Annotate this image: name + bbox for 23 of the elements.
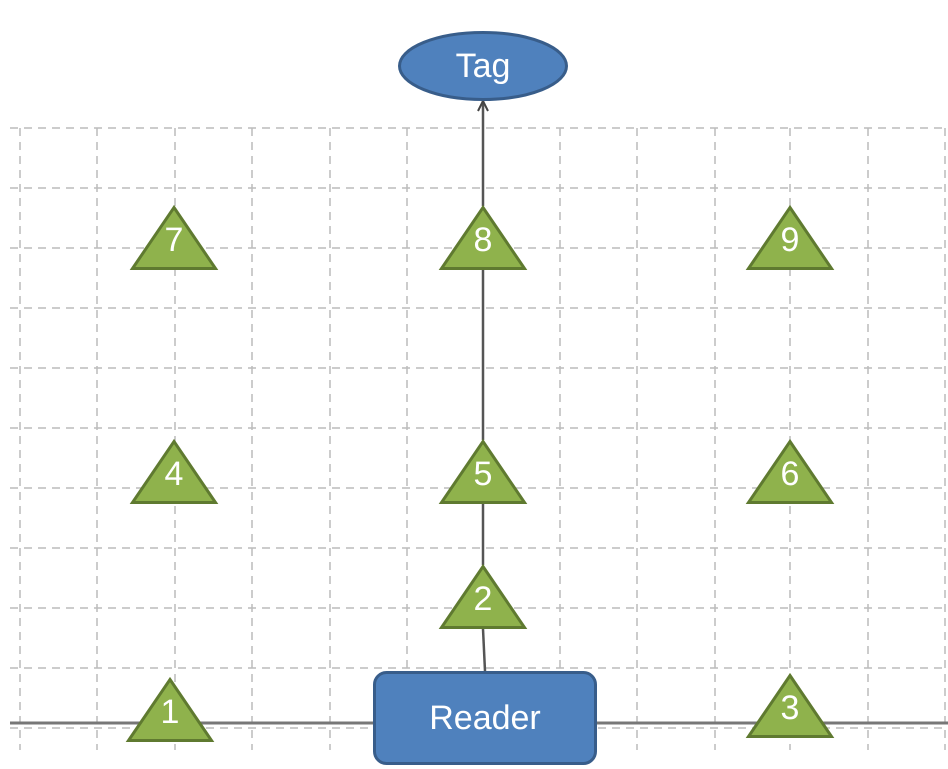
triangle-marker: [440, 206, 526, 270]
triangle-marker: [747, 440, 833, 504]
number-label: 5: [474, 455, 492, 494]
triangle-marker: [747, 674, 833, 738]
triangle-marker: [440, 440, 526, 504]
number-label: 1: [160, 693, 180, 732]
number-label: 7: [164, 221, 184, 260]
triangle-marker: [440, 565, 526, 629]
node-label: Tag: [456, 46, 510, 86]
triangle-marker: [131, 206, 217, 270]
number-label: 6: [780, 455, 800, 494]
number-label: 2: [474, 580, 492, 619]
reader-box: [373, 671, 597, 765]
number-label: 8: [474, 221, 492, 260]
arrow: [477, 100, 489, 206]
number-label: 3: [780, 689, 800, 728]
triangle-marker: [131, 440, 217, 504]
number-label: 4: [164, 455, 184, 494]
number-label: 9: [780, 221, 800, 260]
node-label: Reader: [429, 698, 541, 738]
triangle-marker: [127, 678, 213, 742]
triangle-marker: [747, 206, 833, 270]
tag-ellipse: [398, 31, 568, 101]
